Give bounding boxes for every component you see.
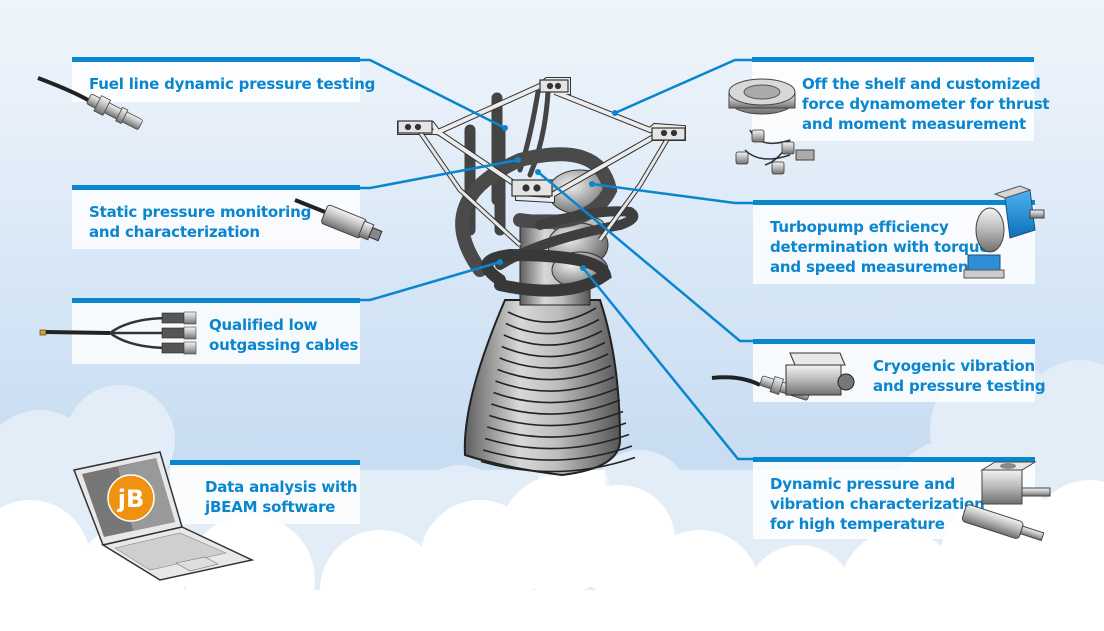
callout-line: Off the shelf and customized xyxy=(802,75,1041,93)
callout-cables: Qualified low outgassing cables xyxy=(72,298,360,364)
callout-line: Fuel line dynamic pressure testing xyxy=(89,75,376,93)
connector-high-temp xyxy=(582,267,755,461)
static-pressure-transducer-icon xyxy=(294,198,383,242)
nozzle-ring xyxy=(505,318,600,335)
callout-label: Off the shelf and customized force dynam… xyxy=(802,74,1050,134)
callout-line: outgassing cables xyxy=(209,336,359,354)
callout-line: Data analysis with xyxy=(205,478,358,496)
callout-line: for high temperature xyxy=(770,515,945,533)
callout-line: Cryogenic vibration xyxy=(873,357,1036,375)
callout-line: vibration characterization xyxy=(770,495,985,513)
callout-line: Qualified low xyxy=(209,316,318,334)
callout-jbeam: Data analysis with jBEAM software xyxy=(170,460,360,524)
cryogenic-accelerometer-icon xyxy=(711,352,855,401)
callout-line: Turbopump efficiency xyxy=(770,218,949,236)
callout-line: jBEAM software xyxy=(205,498,336,516)
callout-line: and speed measurement xyxy=(770,258,976,276)
callout-fuel-line: Fuel line dynamic pressure testing xyxy=(72,57,375,102)
callout-line: determination with torque xyxy=(770,238,990,256)
callout-label: Dynamic pressure and vibration character… xyxy=(770,474,985,534)
connector-dynamometer xyxy=(614,58,752,115)
callout-label: Fuel line dynamic pressure testing xyxy=(89,74,375,94)
nozzle-ring xyxy=(507,307,597,323)
bnc-cable-harness-icon xyxy=(39,311,197,355)
nozzle xyxy=(463,299,636,477)
force-dynamometer-icon xyxy=(728,78,815,175)
torque-sensor-icon xyxy=(963,185,1045,279)
callout-dynamometer: Off the shelf and customized force dynam… xyxy=(752,57,1050,141)
callout-label: Static pressure monitoring and character… xyxy=(89,202,311,242)
nozzle-ring xyxy=(495,376,615,392)
nozzle-ring xyxy=(486,422,627,438)
nozzle-ring xyxy=(480,456,636,473)
nozzle-ring xyxy=(503,330,603,346)
connector-turbopump xyxy=(591,182,755,205)
fuel-pipes xyxy=(455,89,639,297)
callout-line: and characterization xyxy=(89,223,260,241)
callout-label: Turbopump efficiency determination with … xyxy=(770,217,989,277)
nozzle-ring xyxy=(491,399,621,415)
callout-label: Qualified low outgassing cables xyxy=(209,315,358,355)
jbeam-logo xyxy=(107,474,155,522)
nozzle-ring xyxy=(499,353,609,369)
nozzle-ring xyxy=(493,387,618,404)
nozzle-ring xyxy=(497,364,612,381)
nozzle-ring xyxy=(489,410,624,427)
callout-line: and pressure testing xyxy=(873,377,1046,395)
callout-label: Data analysis with jBEAM software xyxy=(205,477,358,517)
connector-cryogenic xyxy=(537,171,755,343)
pressure-sensor-icon xyxy=(37,76,143,130)
callout-static-pressure: Static pressure monitoring and character… xyxy=(72,185,360,249)
jbeam-logo-text: jB xyxy=(117,485,145,513)
callout-line: Dynamic pressure and xyxy=(770,475,956,493)
nozzle-ring xyxy=(484,433,630,450)
callout-label: Cryogenic vibration and pressure testing xyxy=(873,356,1046,396)
callout-line: and moment measurement xyxy=(802,115,1026,133)
high-temperature-sensor-icon xyxy=(961,461,1051,542)
callout-line: Static pressure monitoring xyxy=(89,203,312,221)
mounting-frame xyxy=(397,77,686,247)
nozzle-ring xyxy=(482,445,633,461)
nozzle-ring xyxy=(501,341,606,358)
front-clouds xyxy=(0,470,1104,631)
callout-line: force dynamometer for thrust xyxy=(802,95,1050,113)
laptop-icon: jB xyxy=(72,451,255,581)
